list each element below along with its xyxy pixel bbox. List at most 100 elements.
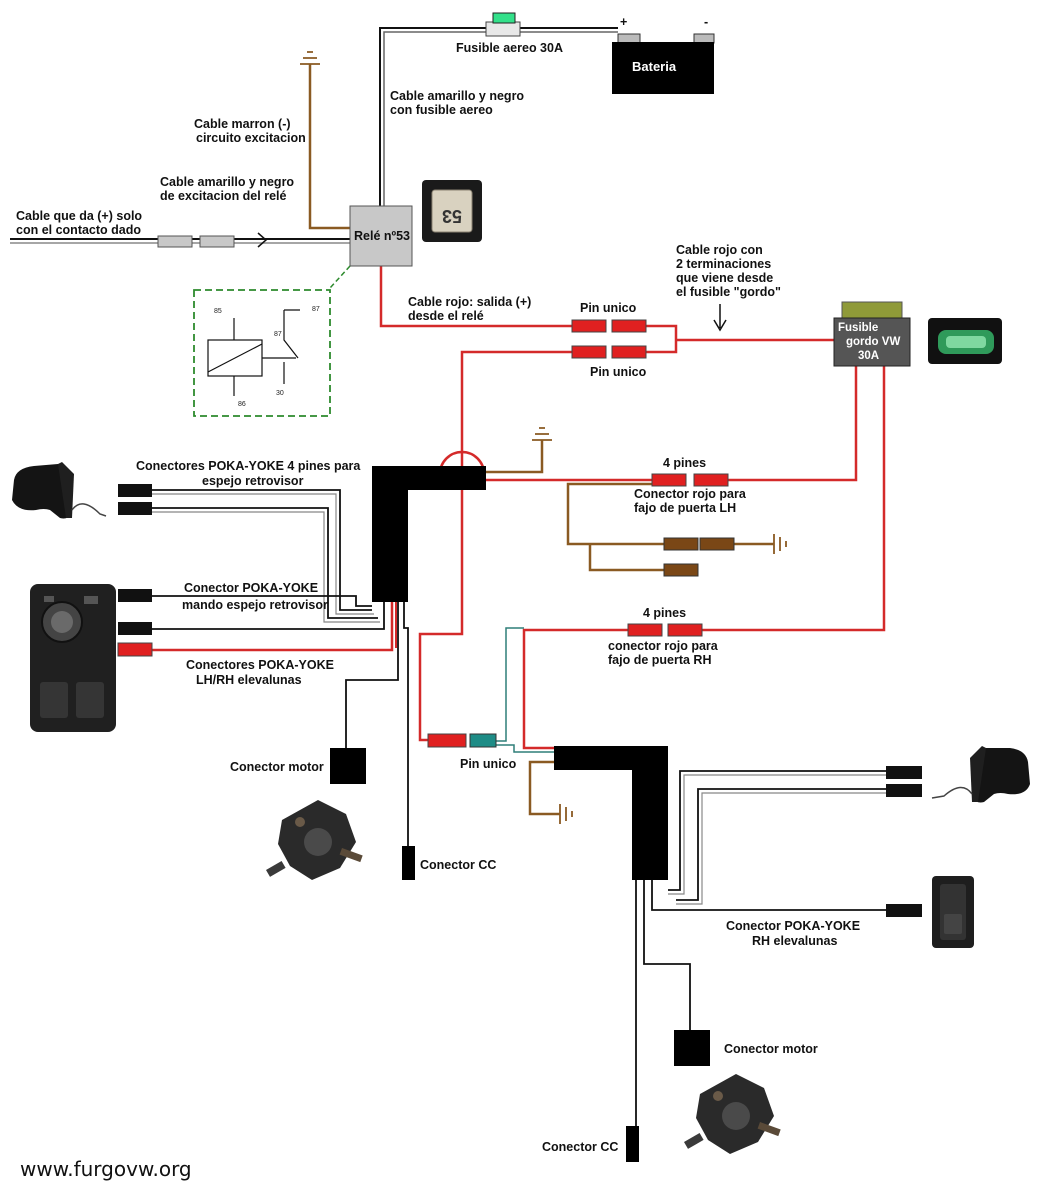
lh-elevalunas-connector-red <box>117 642 153 657</box>
ground-icon <box>532 427 552 441</box>
lh-cc-connector <box>402 846 415 880</box>
battery-label: Bateria <box>632 59 677 74</box>
rh-cc-label: Conector CC <box>542 1140 618 1154</box>
lh-poka-mando-label-2: mando espejo retrovisor <box>182 598 328 612</box>
lh-door-label-1: Conector rojo para <box>634 487 747 501</box>
red-fuse-to-lh <box>486 366 858 482</box>
red-two-terminals-label-1: Cable rojo con <box>676 243 763 257</box>
lh-door-connector <box>651 473 687 487</box>
yellow-black-aereo-cable <box>379 27 618 210</box>
red-output-cable <box>379 266 678 742</box>
rh-harness-block <box>554 746 668 880</box>
lh-poka-elevalunas-label-1: Conectores POKA-YOKE <box>186 658 334 672</box>
lh-switch-panel-icon <box>30 584 116 732</box>
lh-door-brown-branch <box>566 482 774 572</box>
pin-unico-bottom-label: Pin unico <box>590 365 647 379</box>
fuse-aereo-label: Fusible aereo 30A <box>456 41 563 55</box>
rh-door-label-1: conector rojo para <box>608 639 719 653</box>
lh-elevalunas-connector <box>118 622 152 635</box>
rh-door-connector <box>667 623 703 637</box>
pin-unico-middle-label: Pin unico <box>460 757 517 771</box>
lh-door-connector <box>693 473 729 487</box>
rh-door-label-2: fajo de puerta RH <box>608 653 712 667</box>
rh-poka-elevalunas-label-2: RH elevalunas <box>752 934 838 948</box>
lh-poka-mando-label-1: Conector POKA-YOKE <box>184 581 318 595</box>
battery-body <box>612 42 714 94</box>
yellow-black-aereo-label-1: Cable amarillo y negro <box>390 89 524 103</box>
fuse-gordo-label-3: 30A <box>858 350 879 362</box>
lh-motor-wire <box>345 602 399 748</box>
relay-label: Relé nº53 <box>354 229 410 243</box>
lh-poka-mirror-label-2: espejo retrovisor <box>202 474 304 488</box>
red-two-terminals-label-2: 2 terminaciones <box>676 257 771 271</box>
rh-motor-connector <box>674 1030 710 1066</box>
rh-mirror-wires-inner <box>668 774 886 905</box>
rh-elevalunas-connector <box>886 904 922 917</box>
pin-unico-connector <box>611 319 647 333</box>
contacto-label-2: con el contacto dado <box>16 223 141 237</box>
pin-unico-top-label: Pin unico <box>580 301 637 315</box>
red-output-label-1: Cable rojo: salida (+) <box>408 295 531 309</box>
rh-poka-elevalunas-label-1: Conector POKA-YOKE <box>726 919 860 933</box>
rh-mirror-connector <box>886 784 922 797</box>
relay-photo: 53 <box>422 180 482 242</box>
rh-mirror-wires <box>668 770 886 901</box>
fuse-gordo: Fusible gordo VW 30A <box>833 301 911 367</box>
pin-unico-connector <box>571 319 607 333</box>
lh-poka-elevalunas-label-2: LH/RH elevalunas <box>196 673 302 687</box>
pin-87: 87 <box>274 331 282 338</box>
lh-motor-connector <box>330 748 366 784</box>
lh-elevalunas-red-wire <box>152 602 394 652</box>
excitacion-label-1: Cable amarillo y negro <box>160 175 294 189</box>
watermark: www.furgovw.org <box>20 1157 192 1181</box>
excitacion-connector <box>199 235 235 248</box>
rh-switch-icon <box>932 876 974 948</box>
battery-plus: + <box>620 15 627 29</box>
lh-harness-block <box>372 466 486 602</box>
fuse-gordo-label-2: gordo VW <box>846 336 900 348</box>
pin-30: 30 <box>276 390 284 397</box>
lh-mirror-wires <box>152 489 378 619</box>
rh-elevalunas-wire <box>651 880 886 911</box>
rh-door-connector <box>627 623 663 637</box>
excitacion-label-2: de excitacion del relé <box>160 189 286 203</box>
pin-86: 86 <box>238 401 246 408</box>
ground-icon <box>773 534 787 554</box>
lh-motor-icon <box>265 800 363 880</box>
lh-brown-connector <box>699 537 735 551</box>
yellow-black-aereo-cable-inner <box>383 31 618 210</box>
red-two-terminals-label-4: el fusible "gordo" <box>676 285 781 299</box>
pin-unico-connector <box>611 345 647 359</box>
excitacion-connector <box>157 235 193 248</box>
rh-ground-cable <box>528 760 560 816</box>
lh-four-pins-label: 4 pines <box>663 456 706 470</box>
ground-icon <box>300 51 320 65</box>
lh-elevalunas-black-wire <box>152 602 385 630</box>
lh-poka-mirror-label-1: Conectores POKA-YOKE 4 pines para <box>136 459 361 473</box>
rh-motor-icon <box>684 1074 781 1154</box>
lh-cc-wire <box>403 602 409 846</box>
pin-unico-middle-connector-red <box>427 733 467 748</box>
pin-87b: 87 <box>312 306 320 313</box>
red-two-terminals-label-3: que viene desde <box>676 271 773 285</box>
lh-cc-label: Conector CC <box>420 858 496 872</box>
battery: Bateria + - <box>612 15 715 94</box>
ground-icon <box>559 804 573 824</box>
mirror-rh-icon <box>931 746 1030 803</box>
red-two-terminals-arrow <box>713 304 727 332</box>
battery-minus: - <box>704 15 708 29</box>
relay-schematic-box <box>193 289 331 417</box>
brown-cable-label-2: circuito excitacion <box>196 131 306 145</box>
red-output-label-2: desde el relé <box>408 309 484 323</box>
fuse-gordo-label-1: Fusible <box>838 322 878 334</box>
teal-wire <box>496 627 554 753</box>
relay-schematic: 85 86 87 87 30 <box>193 265 351 417</box>
relay-box <box>349 205 413 267</box>
pin-85: 85 <box>214 308 222 315</box>
brown-cable-label-1: Cable marron (-) <box>194 117 291 131</box>
lh-mando-connector <box>118 589 152 602</box>
brown-ground-cable <box>308 64 350 230</box>
lh-motor-label: Conector motor <box>230 760 324 774</box>
rh-motor-label: Conector motor <box>724 1042 818 1056</box>
lh-mirror-connector <box>118 502 152 515</box>
